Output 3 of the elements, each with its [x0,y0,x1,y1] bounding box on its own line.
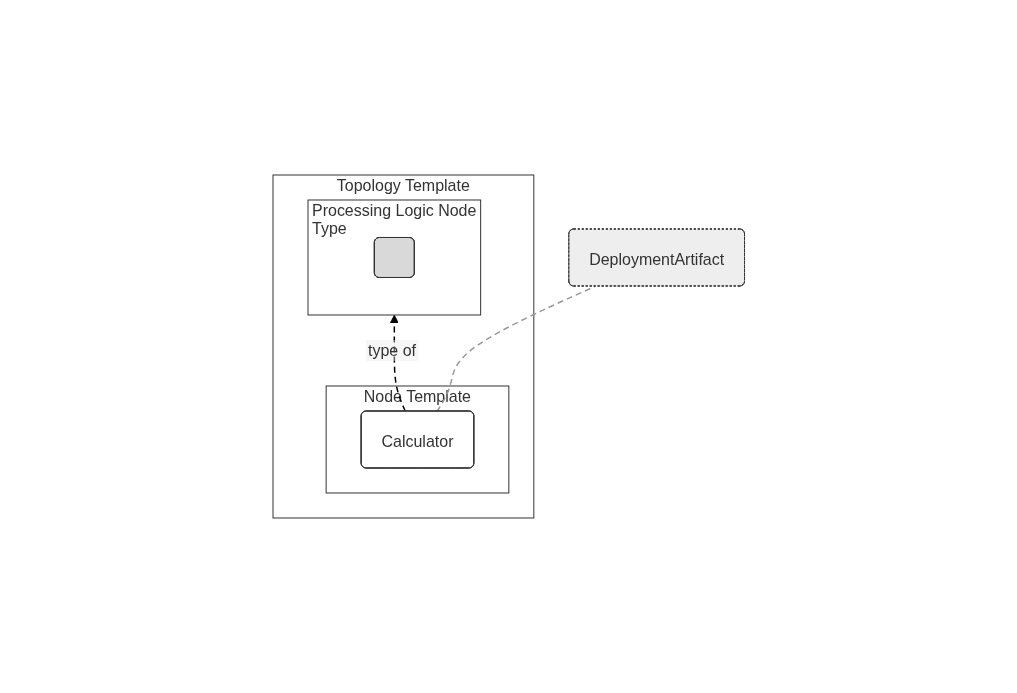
cluster: Processing Logic Node Type [307,199,481,316]
arrow [389,314,406,412]
edge-label: type of [367,341,416,359]
